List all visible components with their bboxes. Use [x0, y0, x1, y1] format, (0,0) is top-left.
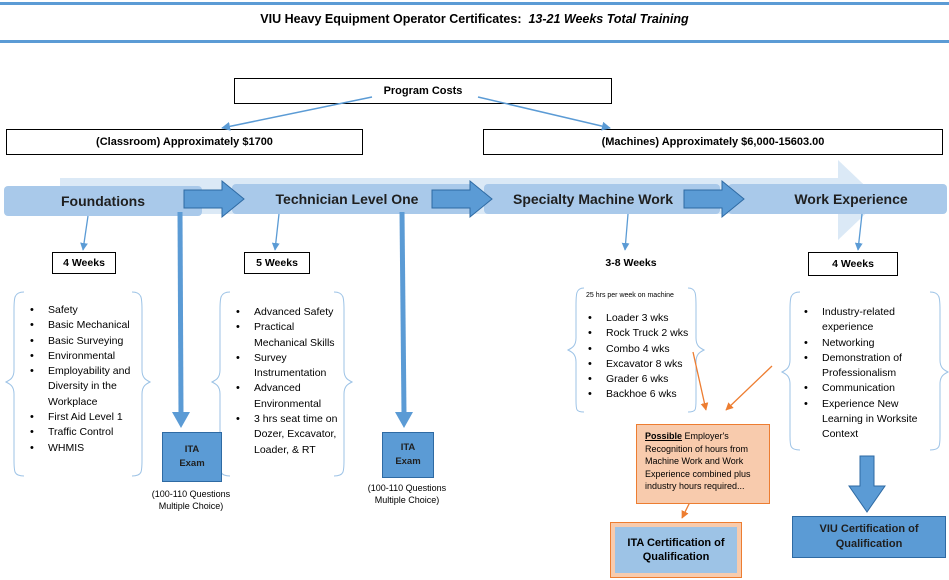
stage-label-foundations: Foundations	[61, 193, 145, 209]
specialty-subnote: 25 hrs per week on machine	[586, 292, 674, 299]
list-item: Networking	[800, 336, 936, 352]
program-costs-box: Program Costs	[234, 78, 612, 104]
viu-certification-box: VIU Certification of Qualification	[792, 516, 946, 558]
ita-certification-box: ITA Certification of Qualification	[615, 527, 737, 573]
stage-label-specialty: Specialty Machine Work	[512, 191, 673, 207]
duration-foundations: 4 Weeks	[52, 252, 116, 274]
list-item: Excavator 8 wks	[584, 357, 694, 373]
list-item: Experience New Learning in Worksite Cont…	[800, 397, 936, 443]
list-item: Advanced Safety	[232, 305, 342, 321]
stage-label-technician: Technician Level One	[275, 191, 419, 207]
header-rule	[0, 40, 949, 43]
page-title: VIU Heavy Equipment Operator Certificate…	[260, 12, 689, 26]
list-item: Practical Mechanical Skills	[232, 320, 342, 351]
stage-bar-technician	[232, 184, 472, 214]
technician-topics: Advanced Safety Practical Mechanical Ski…	[232, 305, 342, 458]
list-item: Loader 3 wks	[584, 311, 694, 327]
stage-bar-work	[728, 184, 947, 214]
list-item: Environmental	[26, 349, 138, 365]
duration-arrow-2	[271, 213, 280, 251]
list-item: 3 hrs seat time on Dozer, Excavator, Loa…	[232, 412, 342, 458]
list-item: Survey Instrumentation	[232, 351, 342, 382]
duration-specialty: 3-8 Weeks	[592, 252, 670, 274]
specialty-machines: Loader 3 wks Rock Truck 2 wks Combo 4 wk…	[584, 311, 694, 403]
stage-bar-foundations	[4, 186, 202, 216]
cost-arrow-right	[477, 96, 611, 131]
list-item: Combo 4 wks	[584, 342, 694, 358]
stage-bar-specialty	[484, 184, 720, 214]
duration-technician: 5 Weeks	[244, 252, 310, 274]
list-item: Basic Surveying	[26, 334, 138, 350]
list-item: Communication	[800, 381, 936, 397]
viu-cert-arrow	[848, 455, 886, 513]
employer-recognition-box: Possible Employer's Recognition of hours…	[636, 424, 770, 504]
list-item: First Aid Level 1	[26, 410, 138, 426]
list-item: Safety	[26, 303, 138, 319]
stage-label-work: Work Experience	[794, 191, 908, 207]
stage-arrow-2	[431, 179, 493, 219]
list-item: WHMIS	[26, 441, 138, 457]
exam-arrow-1	[172, 211, 190, 428]
list-item: Basic Mechanical	[26, 318, 138, 334]
duration-arrow-4	[854, 213, 863, 251]
list-item: Advanced Environmental	[232, 381, 342, 412]
list-item: Industry-related experience	[800, 305, 936, 336]
duration-arrow-3	[621, 213, 630, 251]
duration-work: 4 Weeks	[808, 252, 898, 276]
employer-arrow-left	[692, 351, 709, 411]
employer-to-ita-arrow	[681, 501, 691, 519]
list-item: Demonstration of Professionalism	[800, 351, 936, 382]
exam-arrow-2	[395, 211, 413, 428]
cost-arrow-left	[221, 96, 373, 131]
list-item: Employability and Diversity in the Workp…	[26, 364, 138, 410]
foundations-topics: Safety Basic Mechanical Basic Surveying …	[26, 303, 138, 456]
list-item: Rock Truck 2 wks	[584, 326, 694, 342]
ita-certification-outer: ITA Certification of Qualification	[610, 522, 742, 578]
top-rule	[0, 2, 949, 5]
employer-arrow-right	[725, 365, 773, 411]
list-item: Grader 6 wks	[584, 372, 694, 388]
stage-arrow-3	[683, 179, 745, 219]
list-item: Traffic Control	[26, 425, 138, 441]
work-experience-topics: Industry-related experience Networking D…	[800, 305, 936, 443]
duration-arrow-1	[80, 215, 89, 251]
machines-cost-box: (Machines) Approximately $6,000-15603.00	[483, 129, 943, 155]
list-item: Backhoe 6 wks	[584, 387, 694, 403]
stage-arrow-1	[183, 179, 245, 219]
classroom-cost-box: (Classroom) Approximately $1700	[6, 129, 363, 155]
